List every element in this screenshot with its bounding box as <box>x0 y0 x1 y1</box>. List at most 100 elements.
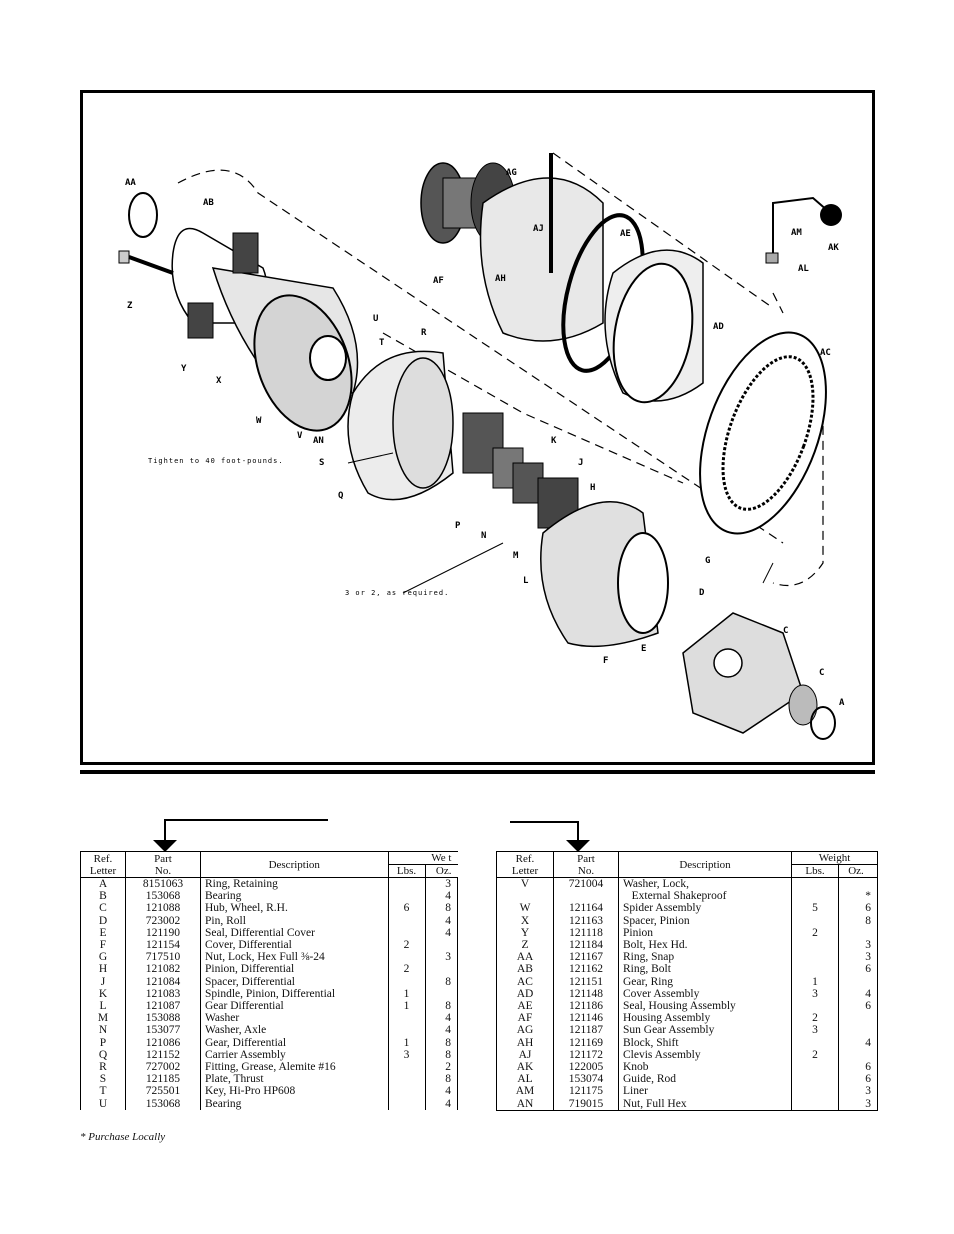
weight-oz-cell: 4 <box>425 1024 458 1037</box>
weight-lbs-cell <box>388 877 426 891</box>
description-cell: Gear, Differential <box>200 1036 389 1049</box>
weight-oz-cell: 4 <box>425 890 458 903</box>
callout-ae: AE <box>620 229 631 239</box>
callout-d: D <box>699 588 705 598</box>
part-number-cell: 121184 <box>553 939 619 952</box>
callout-n: N <box>481 531 486 541</box>
weight-oz-cell: 4 <box>425 926 458 940</box>
part-number-cell: 719015 <box>553 1097 619 1111</box>
callout-ab: AB <box>203 198 214 208</box>
callout-x: X <box>216 376 222 386</box>
description-cell: Spindle, Pinion, Differential <box>200 987 389 1001</box>
weight-oz-cell: 4 <box>425 1012 458 1025</box>
weight-oz-cell: 8 <box>425 1048 458 1062</box>
weight-lbs-cell <box>388 1061 426 1074</box>
part-number-cell: 153068 <box>125 1097 201 1110</box>
callout-am: AM <box>791 228 802 238</box>
description-cell: Housing Assembly <box>618 1012 792 1025</box>
part-number-cell: 121083 <box>125 987 201 1001</box>
right-table-arrow <box>510 821 590 852</box>
weight-oz-cell: 8 <box>425 1000 458 1013</box>
part-number-cell: 121187 <box>553 1024 619 1037</box>
weight-lbs-cell <box>791 877 839 891</box>
part-number-cell: 121087 <box>125 1000 201 1013</box>
ref-letter-cell: G <box>80 951 126 964</box>
part-number-cell: 122005 <box>553 1061 619 1074</box>
differential-pinions-part <box>462 412 579 529</box>
weight-lbs-cell: 2 <box>388 939 426 952</box>
part-number-cell: 153068 <box>125 890 201 903</box>
purchase-locally-footnote: * Purchase Locally <box>80 1131 166 1143</box>
ref-letter-cell: AF <box>496 1012 554 1025</box>
part-number-cell: 121151 <box>553 975 619 988</box>
spider-assembly-part <box>187 232 359 432</box>
ref-letter-cell <box>496 890 554 903</box>
ref-letter-cell: AJ <box>496 1048 554 1062</box>
shift-knob-part <box>765 196 842 264</box>
weight-lbs-cell <box>791 1097 839 1111</box>
weight-oz-cell: 3 <box>425 951 458 964</box>
weight-lbs-cell: 1 <box>791 975 839 988</box>
ref-letter-cell: Z <box>496 939 554 952</box>
description-cell: Bearing <box>200 890 389 903</box>
ref-letter-cell: AG <box>496 1024 554 1037</box>
ref-letter-cell: V <box>496 877 554 891</box>
weight-lbs-cell <box>791 1036 839 1049</box>
part-number-cell: 121148 <box>553 987 619 1001</box>
part-number-cell: 121172 <box>553 1048 619 1062</box>
part-number-cell: 723002 <box>125 914 201 927</box>
ref-letter-cell: AA <box>496 951 554 964</box>
part-number-cell: 121175 <box>553 1085 619 1098</box>
ref-letter-cell: W <box>496 902 554 915</box>
description-cell: Bearing <box>200 1097 389 1110</box>
callout-w: W <box>256 416 262 426</box>
description-cell: Block, Shift <box>618 1036 792 1049</box>
cover-assembly-part <box>604 249 704 404</box>
description-cell: Clevis Assembly <box>618 1048 792 1062</box>
weight-lbs-cell <box>791 1085 839 1098</box>
callout-t: T <box>379 338 385 348</box>
ref-letter-cell: AL <box>496 1073 554 1086</box>
part-number-cell: 725501 <box>125 1085 201 1098</box>
ref-letter-cell: D <box>80 914 126 927</box>
part-number-cell: 153077 <box>125 1024 201 1037</box>
description-cell: Washer, Lock, <box>618 877 792 891</box>
description-cell: Ring, Snap <box>618 951 792 964</box>
weight-oz-cell <box>838 1024 878 1037</box>
weight-oz-cell: 6 <box>838 902 878 915</box>
callout-q: Q <box>338 491 344 501</box>
weight-oz-cell: 6 <box>838 1073 878 1086</box>
weight-lbs-cell <box>791 890 839 903</box>
differential-cover-part <box>540 501 669 648</box>
ref-letter-cell: C <box>80 902 126 915</box>
weight-oz-cell <box>425 963 458 976</box>
ref-letter-cell: R <box>80 1061 126 1074</box>
quantity-note: 3 or 2, as required. <box>345 589 449 597</box>
ref-letter-cell: M <box>80 1012 126 1025</box>
description-cell: Seal, Housing Assembly <box>618 1000 792 1013</box>
callout-y: Y <box>181 364 187 374</box>
snap-ring-part <box>128 192 158 238</box>
description-cell: Hub, Wheel, R.H. <box>200 902 389 915</box>
description-cell: Washer, Axle <box>200 1024 389 1037</box>
ref-letter-cell: X <box>496 914 554 927</box>
ref-letter-cell: AK <box>496 1061 554 1074</box>
description-cell: Carrier Assembly <box>200 1048 389 1062</box>
callout-ad: AD <box>713 322 724 332</box>
